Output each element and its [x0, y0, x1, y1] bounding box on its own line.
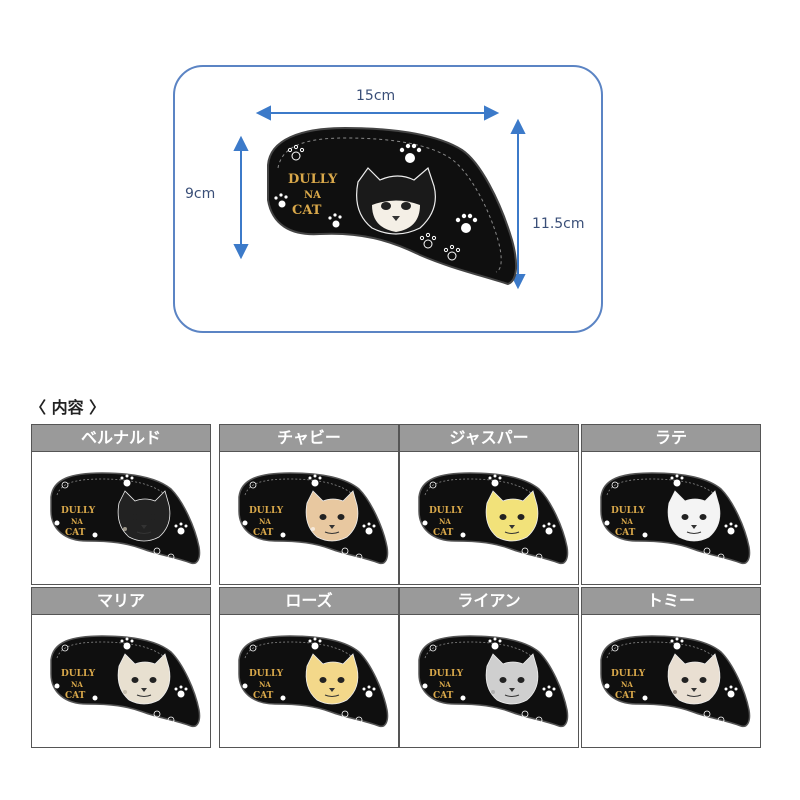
width-arrow: [255, 105, 500, 121]
svg-text:DULLY: DULLY: [61, 506, 96, 516]
svg-text:DULLY: DULLY: [429, 506, 464, 516]
svg-text:NA: NA: [621, 680, 633, 689]
product-logo: DULLY: [288, 172, 338, 187]
item-name: ジャスパー: [400, 425, 578, 452]
height-right-label: 11.5cm: [532, 216, 585, 232]
svg-text:DULLY: DULLY: [611, 669, 646, 679]
cat-face-icon: [356, 166, 436, 235]
contents-heading: 〈 内容 〉: [30, 398, 106, 417]
svg-text:CAT: CAT: [615, 691, 636, 701]
svg-text:NA: NA: [621, 517, 633, 526]
dimension-diagram: DULLY NA CAT: [233, 105, 526, 290]
cat-face-icon: [305, 490, 359, 542]
product-cover-large: DULLY NA CAT: [267, 126, 518, 286]
svg-text:NA: NA: [439, 680, 451, 689]
svg-text:NA: NA: [71, 680, 83, 689]
svg-text:CAT: CAT: [292, 203, 322, 218]
svg-text:DULLY: DULLY: [611, 506, 646, 516]
svg-text:CAT: CAT: [615, 528, 636, 538]
svg-text:CAT: CAT: [65, 691, 86, 701]
svg-text:DULLY: DULLY: [249, 669, 284, 679]
svg-text:CAT: CAT: [433, 691, 454, 701]
cat-face-icon: [667, 653, 721, 705]
item-name: ベルナルド: [32, 425, 210, 452]
svg-text:DULLY: DULLY: [249, 506, 284, 516]
svg-text:CAT: CAT: [433, 528, 454, 538]
item-name: トミー: [582, 588, 760, 615]
item-name: チャビー: [220, 425, 398, 452]
cat-face-icon: [485, 653, 539, 705]
svg-text:NA: NA: [259, 517, 271, 526]
height-left-label: 9cm: [185, 186, 216, 202]
svg-text:DULLY: DULLY: [429, 669, 464, 679]
svg-text:NA: NA: [304, 190, 321, 201]
svg-text:NA: NA: [259, 680, 271, 689]
item-name: ラテ: [582, 425, 760, 452]
cat-face-icon: [117, 653, 171, 705]
cat-face-icon: [117, 490, 171, 542]
width-label: 15cm: [356, 88, 396, 104]
item-name: マリア: [32, 588, 210, 615]
cat-face-icon: [667, 490, 721, 542]
item-name: ライアン: [400, 588, 578, 615]
item-name: ローズ: [220, 588, 398, 615]
svg-text:NA: NA: [71, 517, 83, 526]
svg-text:CAT: CAT: [253, 528, 274, 538]
cat-face-icon: [305, 653, 359, 705]
cat-face-icon: [485, 490, 539, 542]
svg-text:NA: NA: [439, 517, 451, 526]
svg-text:DULLY: DULLY: [61, 669, 96, 679]
height-left-arrow: [233, 135, 249, 260]
svg-text:CAT: CAT: [253, 691, 274, 701]
svg-text:CAT: CAT: [65, 528, 86, 538]
